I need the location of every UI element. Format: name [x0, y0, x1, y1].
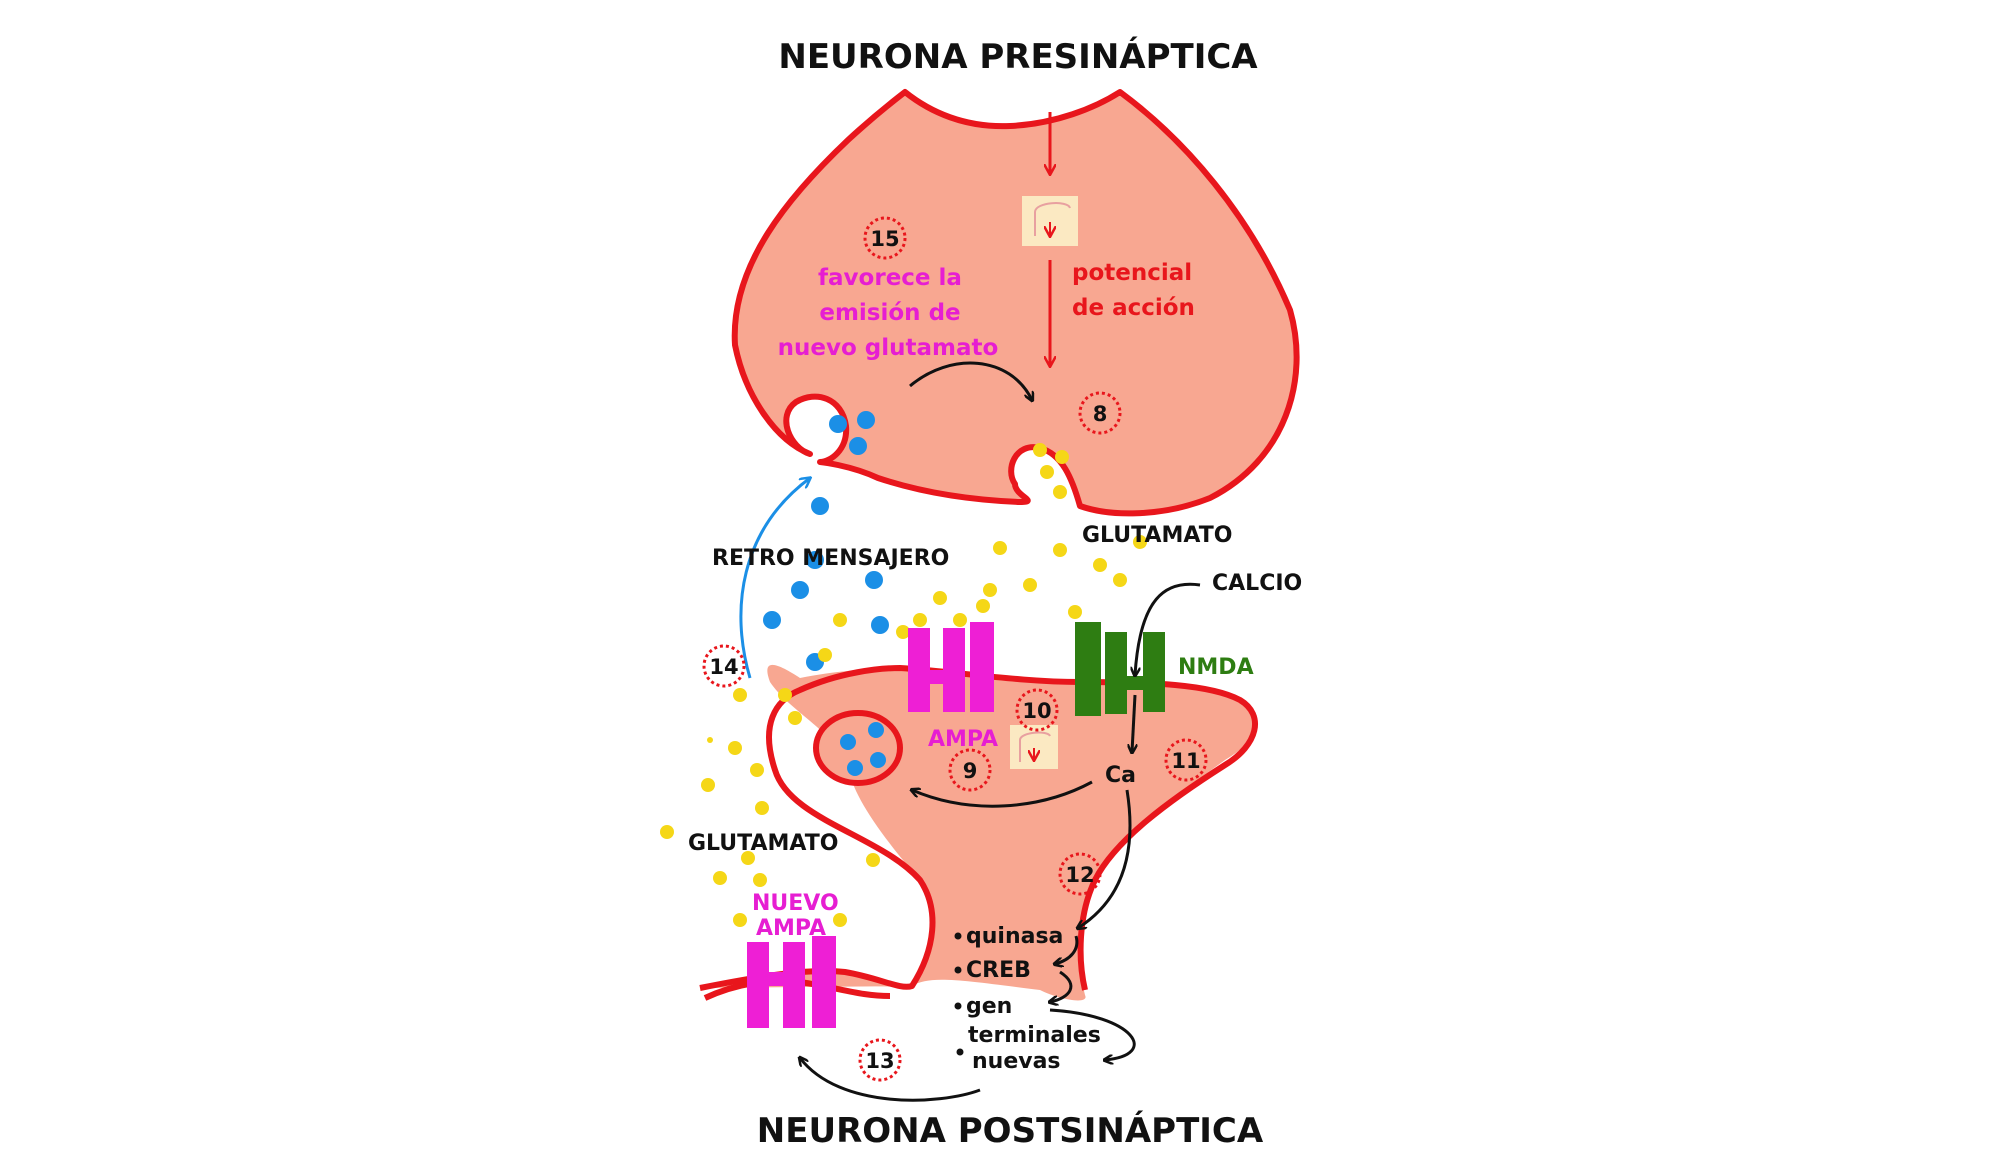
label-quinasa: quinasa: [966, 924, 1063, 949]
gen-to-terminals-arrow: [1049, 1008, 1136, 1060]
step-14: 14: [702, 644, 746, 688]
label-ca: Ca: [1105, 763, 1136, 788]
label-nuevo-glutamato: nuevo glutamato: [778, 335, 999, 361]
label-gen: gen: [966, 994, 1012, 1019]
quinasa-to-creb-arrow: [1055, 935, 1079, 964]
calcium-entry-arrow: [1135, 582, 1201, 675]
terminals-to-new-ampa-arrow: [800, 1058, 981, 1102]
nmda-receptor: [1075, 622, 1165, 716]
postsynaptic-membrane: [699, 665, 1259, 991]
creb-to-gen-arrow: [1050, 970, 1073, 1002]
calcium-to-ca-arrow: [1132, 694, 1135, 752]
presynaptic-neuron: [731, 89, 1300, 517]
ca-to-vesicle-arrow: [912, 780, 1093, 808]
glutamate-dots: [660, 443, 1147, 927]
step-11: 11: [1164, 738, 1208, 782]
title-postsynaptic: NEURONA POSTSINÁPTICA: [757, 1110, 1264, 1151]
label-nuevo: NUEVO: [752, 891, 839, 916]
label-retro-mensajero: RETRO MENSAJERO: [712, 546, 949, 571]
label-terminales: terminales: [968, 1023, 1101, 1048]
label-nuevas: nuevas: [972, 1049, 1061, 1074]
bullet-quinasa: [954, 932, 962, 940]
label-calcio: CALCIO: [1212, 571, 1302, 596]
action-potential-marker-post: [1010, 725, 1058, 769]
step-10-label: 10: [1022, 699, 1051, 723]
label-de-accion: de acción: [1072, 295, 1195, 321]
step-13-label: 13: [865, 1049, 894, 1073]
step-9: 9: [948, 748, 992, 792]
label-glutamato-top: GLUTAMATO: [1082, 523, 1232, 548]
retro-messenger-dots: [763, 411, 889, 776]
ampa-receptor: [908, 622, 994, 712]
step-8-label: 8: [1093, 402, 1108, 426]
bullet-terminales: [956, 1048, 964, 1056]
title-presynaptic: NEURONA PRESINÁPTICA: [778, 36, 1258, 77]
step-12-label: 12: [1065, 863, 1094, 887]
action-potential-marker-top: [1022, 196, 1078, 246]
label-ampa: AMPA: [928, 727, 998, 752]
label-emision: emisión de: [819, 300, 960, 326]
step-13: 13: [858, 1038, 902, 1082]
bullet-creb: [954, 966, 962, 974]
step-15: 15: [863, 216, 907, 260]
step-8: 8: [1078, 391, 1122, 435]
bullet-gen: [954, 1002, 962, 1010]
new-ampa-receptor: [747, 936, 836, 1028]
step-10: 10: [1015, 688, 1059, 732]
retro-messenger-arrow: [739, 478, 810, 679]
step-11-label: 11: [1171, 749, 1200, 773]
step-9-label: 9: [963, 759, 978, 783]
favor-emission-arrow: [909, 361, 1032, 400]
label-favorece: favorece la: [818, 265, 962, 291]
step-14-label: 14: [709, 655, 738, 679]
label-glutamato-left: GLUTAMATO: [688, 831, 838, 856]
step-15-label: 15: [870, 227, 899, 251]
label-nmda: NMDA: [1178, 655, 1254, 680]
label-potencial: potencial: [1072, 260, 1192, 286]
ca-to-quinasa-arrow: [1078, 789, 1132, 928]
step-12: 12: [1058, 852, 1102, 896]
label-nuevo-ampa: AMPA: [756, 916, 826, 941]
label-creb: CREB: [966, 958, 1031, 983]
signal-cascade-list: quinasa CREB gen terminales nuevas: [954, 924, 1101, 1074]
